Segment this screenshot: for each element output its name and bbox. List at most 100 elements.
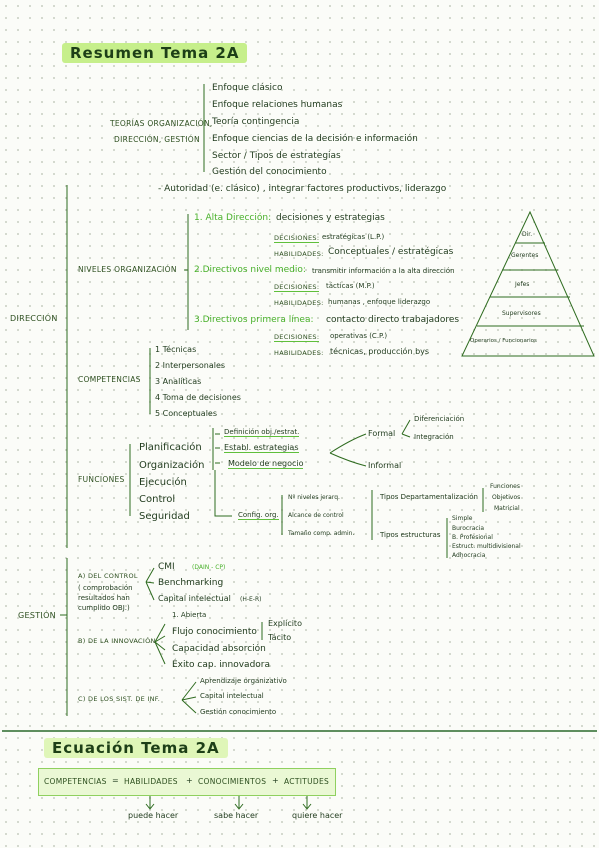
- primera-hab-label: Habilidades:: [274, 349, 324, 357]
- primera-title: 3.Directivos primera línea:: [194, 315, 314, 325]
- formal-item: Integración: [414, 433, 454, 441]
- medio-hab-label: Habilidades:: [274, 299, 324, 307]
- sist-label: C) De los sist. de inf.: [78, 695, 161, 703]
- plan-item: Establ. estrategias: [224, 443, 299, 453]
- cmi-note: (DAIN - CP): [192, 564, 226, 571]
- competencia-item: 1 Técnicas: [155, 345, 197, 354]
- sist-item: Aprendizaje organizativo: [200, 677, 287, 685]
- pyramid-level: Supervisores: [502, 310, 541, 317]
- medio-desc: transmitir información a la alta direcci…: [312, 267, 455, 275]
- config-item: Tamaño comp. admin.: [288, 530, 355, 537]
- flujo-item: Explícito: [268, 619, 302, 628]
- control-paren: ( comprobación: [78, 584, 133, 592]
- competencias-label: Competencias: [78, 375, 141, 384]
- eq-plus: +: [186, 776, 193, 785]
- tipos-est-item: Estruct. multidivisional: [452, 543, 521, 550]
- sist-item: Gestión conocimiento: [200, 708, 277, 716]
- medio-title: 2.Directivos nivel medio:: [194, 265, 306, 275]
- funcion-item: Ejecución: [139, 477, 187, 488]
- competencia-item: 2 Interpersonales: [155, 361, 226, 370]
- funcion-item: Planificación: [139, 442, 202, 453]
- equation-title: Ecuación Tema 2A: [44, 738, 228, 758]
- autoridad-text: - Autoridad (e. clásico) , integrar fact…: [158, 184, 447, 194]
- pyramid-level: Gerentes: [511, 252, 539, 259]
- direccion-label: Dirección: [10, 314, 58, 323]
- tipos-dep-label: Tipos Departamentalización: [380, 493, 478, 501]
- primera-hab-value: técnicas, producción bys: [330, 347, 430, 356]
- eq-plus: +: [272, 776, 279, 785]
- config-item: Alcance de control: [288, 512, 344, 519]
- funcion-item: Organización: [139, 460, 205, 471]
- flujo-item: Tácito: [268, 633, 292, 642]
- eq-under: puede hacer: [128, 811, 179, 820]
- primera-dec-label: Decisiones:: [274, 333, 320, 342]
- capital-note: (H-E-R): [240, 596, 262, 603]
- tipos-est-item: B. Profesional: [452, 534, 493, 541]
- control-item: CMI: [158, 562, 175, 572]
- medio-dec-value: tácticas (M.P.): [326, 282, 375, 290]
- primera-desc: contacto directo trabajadores: [326, 315, 460, 325]
- medio-dec-label: Decisiones:: [274, 283, 320, 292]
- theories-label-1: Teorías organización,: [110, 119, 213, 128]
- control-label: A) Del control: [78, 572, 138, 580]
- theory-item: Enfoque clásico: [212, 83, 283, 93]
- tipos-est-item: Adhocracia: [452, 552, 486, 559]
- config-item: Nº niveles jerarq.: [288, 494, 340, 501]
- alta-dec-value: estratégicas (L.P.): [322, 233, 385, 241]
- tipos-dep-item: Matricial: [494, 505, 520, 512]
- competencia-item: 4 Toma de decisiones: [155, 393, 241, 402]
- primera-dec-value: operativas (C.P.): [330, 332, 388, 340]
- theory-item: Sector / Tipos de estrategias: [212, 151, 341, 161]
- pyramid-level: Operarios / Funcionarios: [470, 338, 537, 344]
- alta-hab-value: Conceptuales / estratégicas: [328, 247, 454, 257]
- medio-hab-value: humanas , enfoque liderazgo: [328, 298, 431, 306]
- config-label: Config. org.: [238, 511, 279, 520]
- eq-competencias: Competencias: [44, 777, 107, 786]
- innovacion-item: Capacidad absorción: [172, 644, 266, 654]
- formal-label: Formal: [368, 429, 396, 438]
- funcion-item: Seguridad: [139, 511, 190, 522]
- pyramid-diagram: [461, 210, 595, 357]
- niveles-label: Niveles organización: [78, 265, 177, 274]
- theory-item: Gestión del conocimiento: [212, 167, 327, 177]
- equation-box: [38, 768, 336, 796]
- innovacion-label: B) De la innovación: [78, 637, 156, 645]
- alta-title: 1. Alta Dirección:: [194, 213, 272, 223]
- eq-under: sabe hacer: [214, 811, 259, 820]
- theories-label-2: dirección, gestión: [114, 135, 200, 144]
- page-title: Resumen Tema 2A: [62, 43, 248, 63]
- funcion-item: Control: [139, 494, 176, 505]
- innovacion-item: Flujo conocimiento: [172, 627, 257, 637]
- eq-equals: =: [112, 776, 119, 785]
- control-paren: resultados han: [78, 594, 130, 602]
- theory-item: Enfoque ciencias de la decisión e inform…: [212, 134, 418, 144]
- theory-item: Teoría contingencia: [212, 117, 300, 127]
- innovacion-item: Éxito cap. innovadora: [172, 660, 270, 670]
- alta-dec-label: Decisiones:: [274, 234, 320, 243]
- formal-item: Diferenciación: [414, 415, 465, 423]
- eq-under: quiere hacer: [292, 811, 343, 820]
- plan-item: Modelo de negocio: [228, 459, 304, 469]
- funciones-label: Funciones: [78, 475, 125, 484]
- alta-hab-label: Habilidades:: [274, 250, 324, 258]
- tipos-est-item: Simple: [452, 515, 473, 522]
- theory-item: Enfoque relaciones humanas: [212, 100, 343, 110]
- pyramid-level: Jefes: [515, 281, 530, 288]
- tipos-est-item: Burocracia: [452, 525, 485, 532]
- informal-label: Informal: [368, 461, 402, 470]
- eq-habilidades: Habilidades: [124, 777, 178, 786]
- innovacion-item: 1. Abierta: [172, 611, 207, 619]
- pyramid-level: Dir.: [522, 231, 533, 238]
- control-item: Capital intelectual: [158, 594, 231, 603]
- alta-desc: decisiones y estrategias: [276, 213, 385, 223]
- sist-item: Capital intelectual: [200, 692, 264, 700]
- tipos-dep-item: Funciones: [490, 483, 520, 490]
- control-paren: cumplido OBJ.): [78, 604, 130, 612]
- competencia-item: 5 Conceptuales: [155, 409, 218, 418]
- plan-item: Definición obj./estrat.: [224, 428, 300, 437]
- control-item: Benchmarking: [158, 578, 224, 588]
- tipos-est-label: Tipos estructuras: [380, 531, 441, 539]
- tipos-dep-item: Objetivos: [492, 494, 521, 501]
- eq-actitudes: Actitudes: [284, 777, 330, 786]
